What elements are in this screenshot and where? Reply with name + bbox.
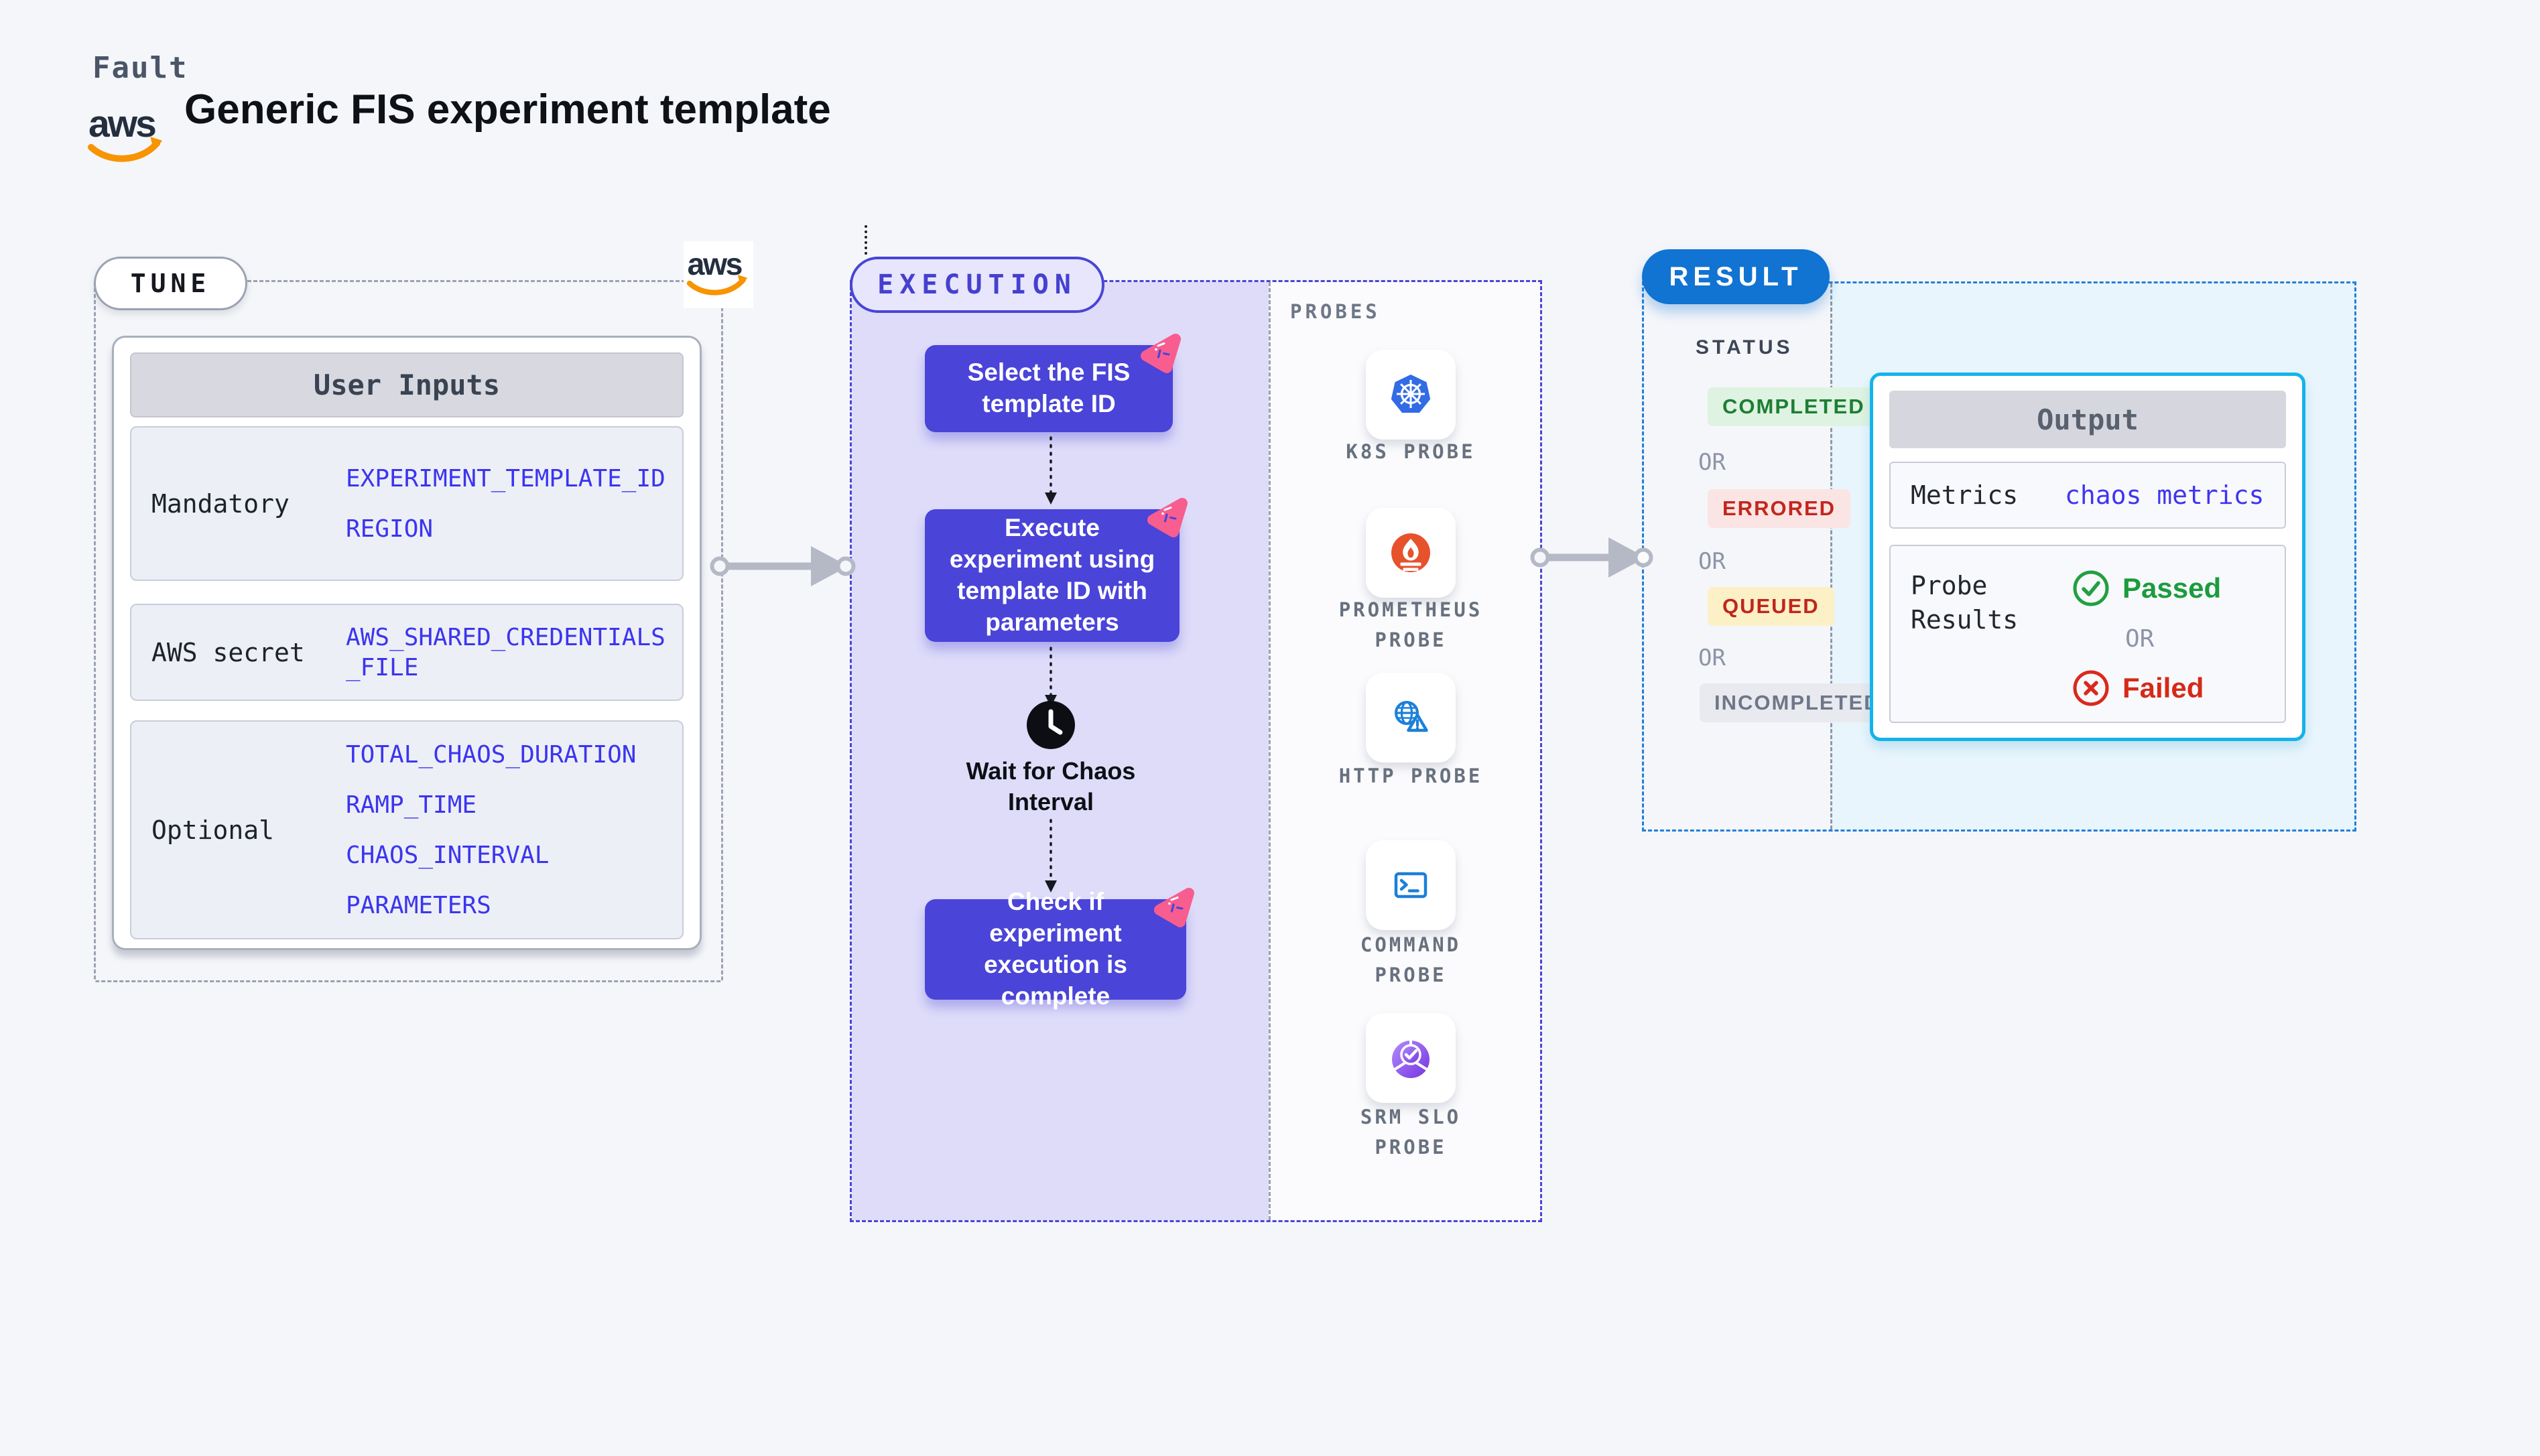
step-check-complete: Check if experiment execution is complet… bbox=[925, 888, 1194, 1010]
aws-logo-text: aws bbox=[688, 247, 742, 281]
status-badge-incompleted: INCOMPLETED bbox=[1700, 683, 1895, 722]
probe-results-label: Probe Results bbox=[1911, 571, 2019, 635]
execution-pill: EXECUTION bbox=[850, 257, 1104, 313]
or-separator: OR bbox=[1698, 645, 1726, 671]
probe-label: SRM SLO PROBE bbox=[1360, 1106, 1462, 1159]
step-label: Select the FIS template ID bbox=[967, 358, 1131, 417]
failed-cross-icon bbox=[2073, 670, 2109, 706]
execution-to-result-arrow bbox=[1529, 529, 1654, 586]
flow-connector-icon bbox=[1041, 436, 1061, 506]
brand-label: Fault bbox=[92, 51, 188, 85]
tune-to-execution-arrow bbox=[709, 538, 856, 594]
status-badge-errored: ERRORED bbox=[1708, 489, 1851, 528]
status-title: STATUS bbox=[1696, 336, 1793, 358]
aws-logo-text: aws bbox=[88, 103, 155, 145]
failed-label: Failed bbox=[2122, 672, 2204, 704]
probe-results-row: Probe Results Passed OR Faile bbox=[1889, 545, 2286, 723]
metrics-value: chaos metrics bbox=[2065, 480, 2265, 510]
page-title: Generic FIS experiment template bbox=[184, 86, 831, 133]
user-inputs-header: User Inputs bbox=[130, 352, 684, 417]
passed-check-icon bbox=[2073, 570, 2109, 606]
or-separator: OR bbox=[1698, 449, 1726, 476]
tune-container bbox=[94, 280, 723, 982]
slo-donut-icon bbox=[1392, 1041, 1430, 1078]
aws-logo-small: aws bbox=[684, 241, 753, 308]
env-var: EXPERIMENT_TEMPLATE_ID bbox=[346, 464, 665, 492]
row-label: Mandatory bbox=[151, 488, 290, 519]
row-label: AWS secret bbox=[151, 637, 305, 667]
terminal-icon bbox=[1394, 872, 1427, 899]
passed-label: Passed bbox=[2122, 572, 2222, 604]
row-label: Optional bbox=[151, 815, 275, 845]
aws-logo: aws bbox=[87, 102, 166, 172]
execution-flow-panel bbox=[852, 282, 1269, 1220]
prometheus-icon bbox=[1391, 533, 1430, 572]
aws-smile-icon bbox=[87, 139, 161, 162]
step-execute-experiment: Execute experiment using template ID wit… bbox=[925, 498, 1188, 642]
result-pill: RESULT bbox=[1642, 249, 1830, 304]
output-card: Output Metrics chaos metrics Probe Resul… bbox=[1870, 373, 2305, 741]
aws-smile-icon bbox=[686, 277, 746, 295]
env-var: RAMP_TIME bbox=[346, 791, 477, 819]
kubernetes-icon bbox=[1391, 375, 1431, 413]
env-var: TOTAL_CHAOS_DURATION bbox=[346, 740, 637, 769]
http-globe-icon bbox=[1395, 701, 1428, 732]
probe-tile bbox=[1366, 350, 1456, 440]
env-var: REGION bbox=[346, 515, 434, 543]
metrics-label: Metrics bbox=[1911, 480, 2019, 510]
step-label: Check if experiment execution is complet… bbox=[984, 888, 1127, 1010]
probe-tile bbox=[1366, 840, 1456, 930]
wait-step-label: Wait for Chaos Interval bbox=[966, 757, 1136, 816]
probe-label: K8S PROBE bbox=[1346, 440, 1476, 463]
probes-title: PROBES bbox=[1290, 300, 1381, 323]
or-separator: OR bbox=[1698, 548, 1726, 575]
env-var: CHAOS_INTERVAL bbox=[346, 841, 550, 869]
env-var: PARAMETERS bbox=[346, 891, 491, 919]
probe-label: PROMETHEUS PROBE bbox=[1338, 598, 1483, 651]
row-optional: Optional TOTAL_CHAOS_DURATION RAMP_TIME … bbox=[130, 720, 684, 939]
clock-icon bbox=[1023, 697, 1079, 753]
aws-smile-arrow-icon bbox=[737, 275, 748, 287]
or-separator: OR bbox=[2125, 625, 2155, 653]
status-badge-completed: COMPLETED bbox=[1708, 387, 1880, 426]
probe-tile bbox=[1366, 508, 1456, 598]
probe-label: HTTP PROBE bbox=[1338, 765, 1483, 787]
probe-tile bbox=[1366, 673, 1456, 763]
tune-pill: TUNE bbox=[94, 257, 247, 310]
probe-tile bbox=[1366, 1013, 1456, 1103]
chaos-experiment-icon bbox=[1149, 883, 1200, 930]
metrics-row: Metrics chaos metrics bbox=[1889, 462, 2286, 529]
aws-smile-arrow-icon bbox=[150, 137, 163, 151]
flow-connector-icon bbox=[1041, 819, 1061, 894]
execution-anchor-line bbox=[865, 225, 867, 255]
chaos-experiment-icon bbox=[1142, 493, 1193, 540]
user-inputs-card: User Inputs Mandatory EXPERIMENT_TEMPLAT… bbox=[112, 336, 702, 950]
row-aws-secret: AWS secret AWS_SHARED_CREDENTIALS_FILE bbox=[130, 604, 684, 701]
step-select-template: Select the FIS template ID bbox=[925, 334, 1181, 432]
chaos-experiment-icon bbox=[1135, 329, 1186, 376]
row-mandatory: Mandatory EXPERIMENT_TEMPLATE_ID REGION bbox=[130, 426, 684, 581]
env-var: AWS_SHARED_CREDENTIALS_FILE bbox=[346, 623, 665, 681]
status-badge-queued: QUEUED bbox=[1708, 587, 1834, 626]
probe-label: COMMAND PROBE bbox=[1360, 933, 1462, 986]
output-header: Output bbox=[1889, 391, 2286, 448]
step-label: Execute experiment using template ID wit… bbox=[949, 514, 1155, 636]
